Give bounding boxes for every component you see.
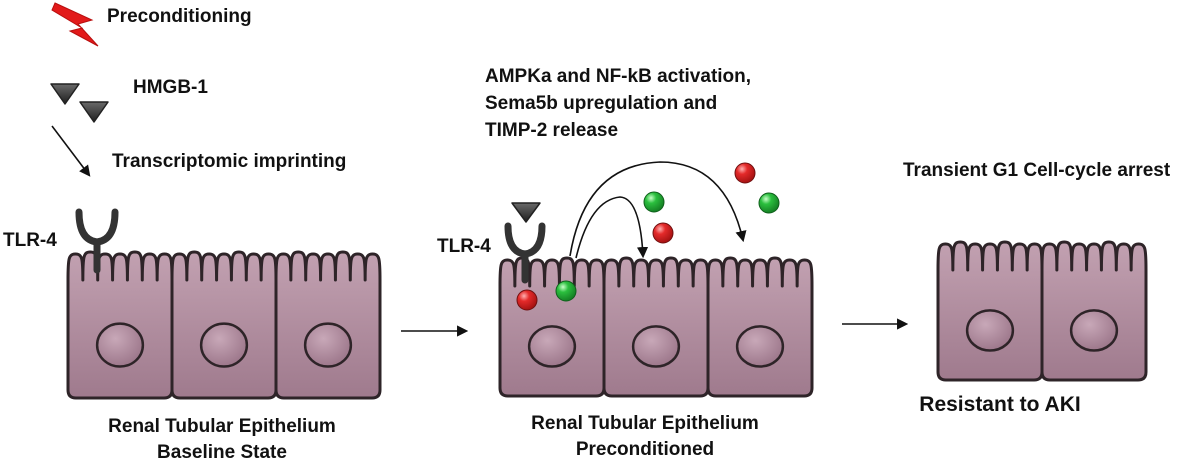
tlr4-receptor-icon — [75, 208, 119, 274]
tlr4-left-label: TLR-4 — [3, 230, 57, 251]
activation-label-line2: Sema5b upregulation and — [485, 93, 718, 114]
baseline-label-line2: Baseline State — [157, 442, 287, 463]
cell-cycle-arrest-label: Transient G1 Cell-cycle arrest — [903, 160, 1171, 181]
lightning-icon — [51, 2, 99, 47]
baseline-label-line1: Renal Tubular Epithelium — [108, 416, 336, 437]
hmgb1-label: HMGB-1 — [133, 77, 208, 98]
binding-arrow — [51, 125, 91, 177]
paracrine-arrow — [575, 196, 649, 259]
preconditioned-label-line2: Preconditioned — [575, 439, 715, 460]
green-molecule-icon — [555, 280, 577, 302]
activation-label-line1: AMPKa and NF-kB activation, — [485, 66, 752, 87]
activation-label-line3: TIMP-2 release — [485, 120, 619, 141]
paracrine-arrow — [569, 161, 747, 257]
tlr4-receptor-bound-icon — [504, 222, 546, 284]
red-molecule-icon — [652, 222, 674, 244]
red-molecule-icon — [516, 289, 538, 311]
resistant-epithelium — [936, 240, 1148, 382]
hmgb1-molecule-icon — [79, 101, 109, 123]
preconditioned-epithelium — [498, 256, 814, 398]
tlr4-middle-label: TLR-4 — [437, 236, 491, 257]
resistant-to-aki-label: Resistant to AKI — [919, 393, 1081, 416]
cell-nucleus — [735, 325, 785, 368]
transcriptomic-imprinting-label: Transcriptomic imprinting — [112, 151, 347, 172]
red-molecule-icon — [734, 162, 756, 184]
cell-nucleus — [965, 309, 1015, 352]
cell-nucleus — [95, 322, 145, 368]
cell-nucleus — [631, 325, 681, 368]
green-molecule-icon — [758, 192, 780, 214]
baseline-epithelium — [66, 250, 382, 400]
cell-nucleus — [303, 322, 353, 368]
cell-nucleus — [527, 325, 577, 368]
hmgb1-molecule-icon — [511, 202, 541, 223]
green-molecule-icon — [643, 191, 665, 213]
preconditioning-label: Preconditioning — [107, 6, 252, 27]
cell-nucleus — [199, 322, 249, 368]
cell-nucleus — [1069, 309, 1119, 352]
hmgb1-molecule-icon — [50, 83, 80, 105]
preconditioned-label-line1: Renal Tubular Epithelium — [531, 413, 759, 434]
